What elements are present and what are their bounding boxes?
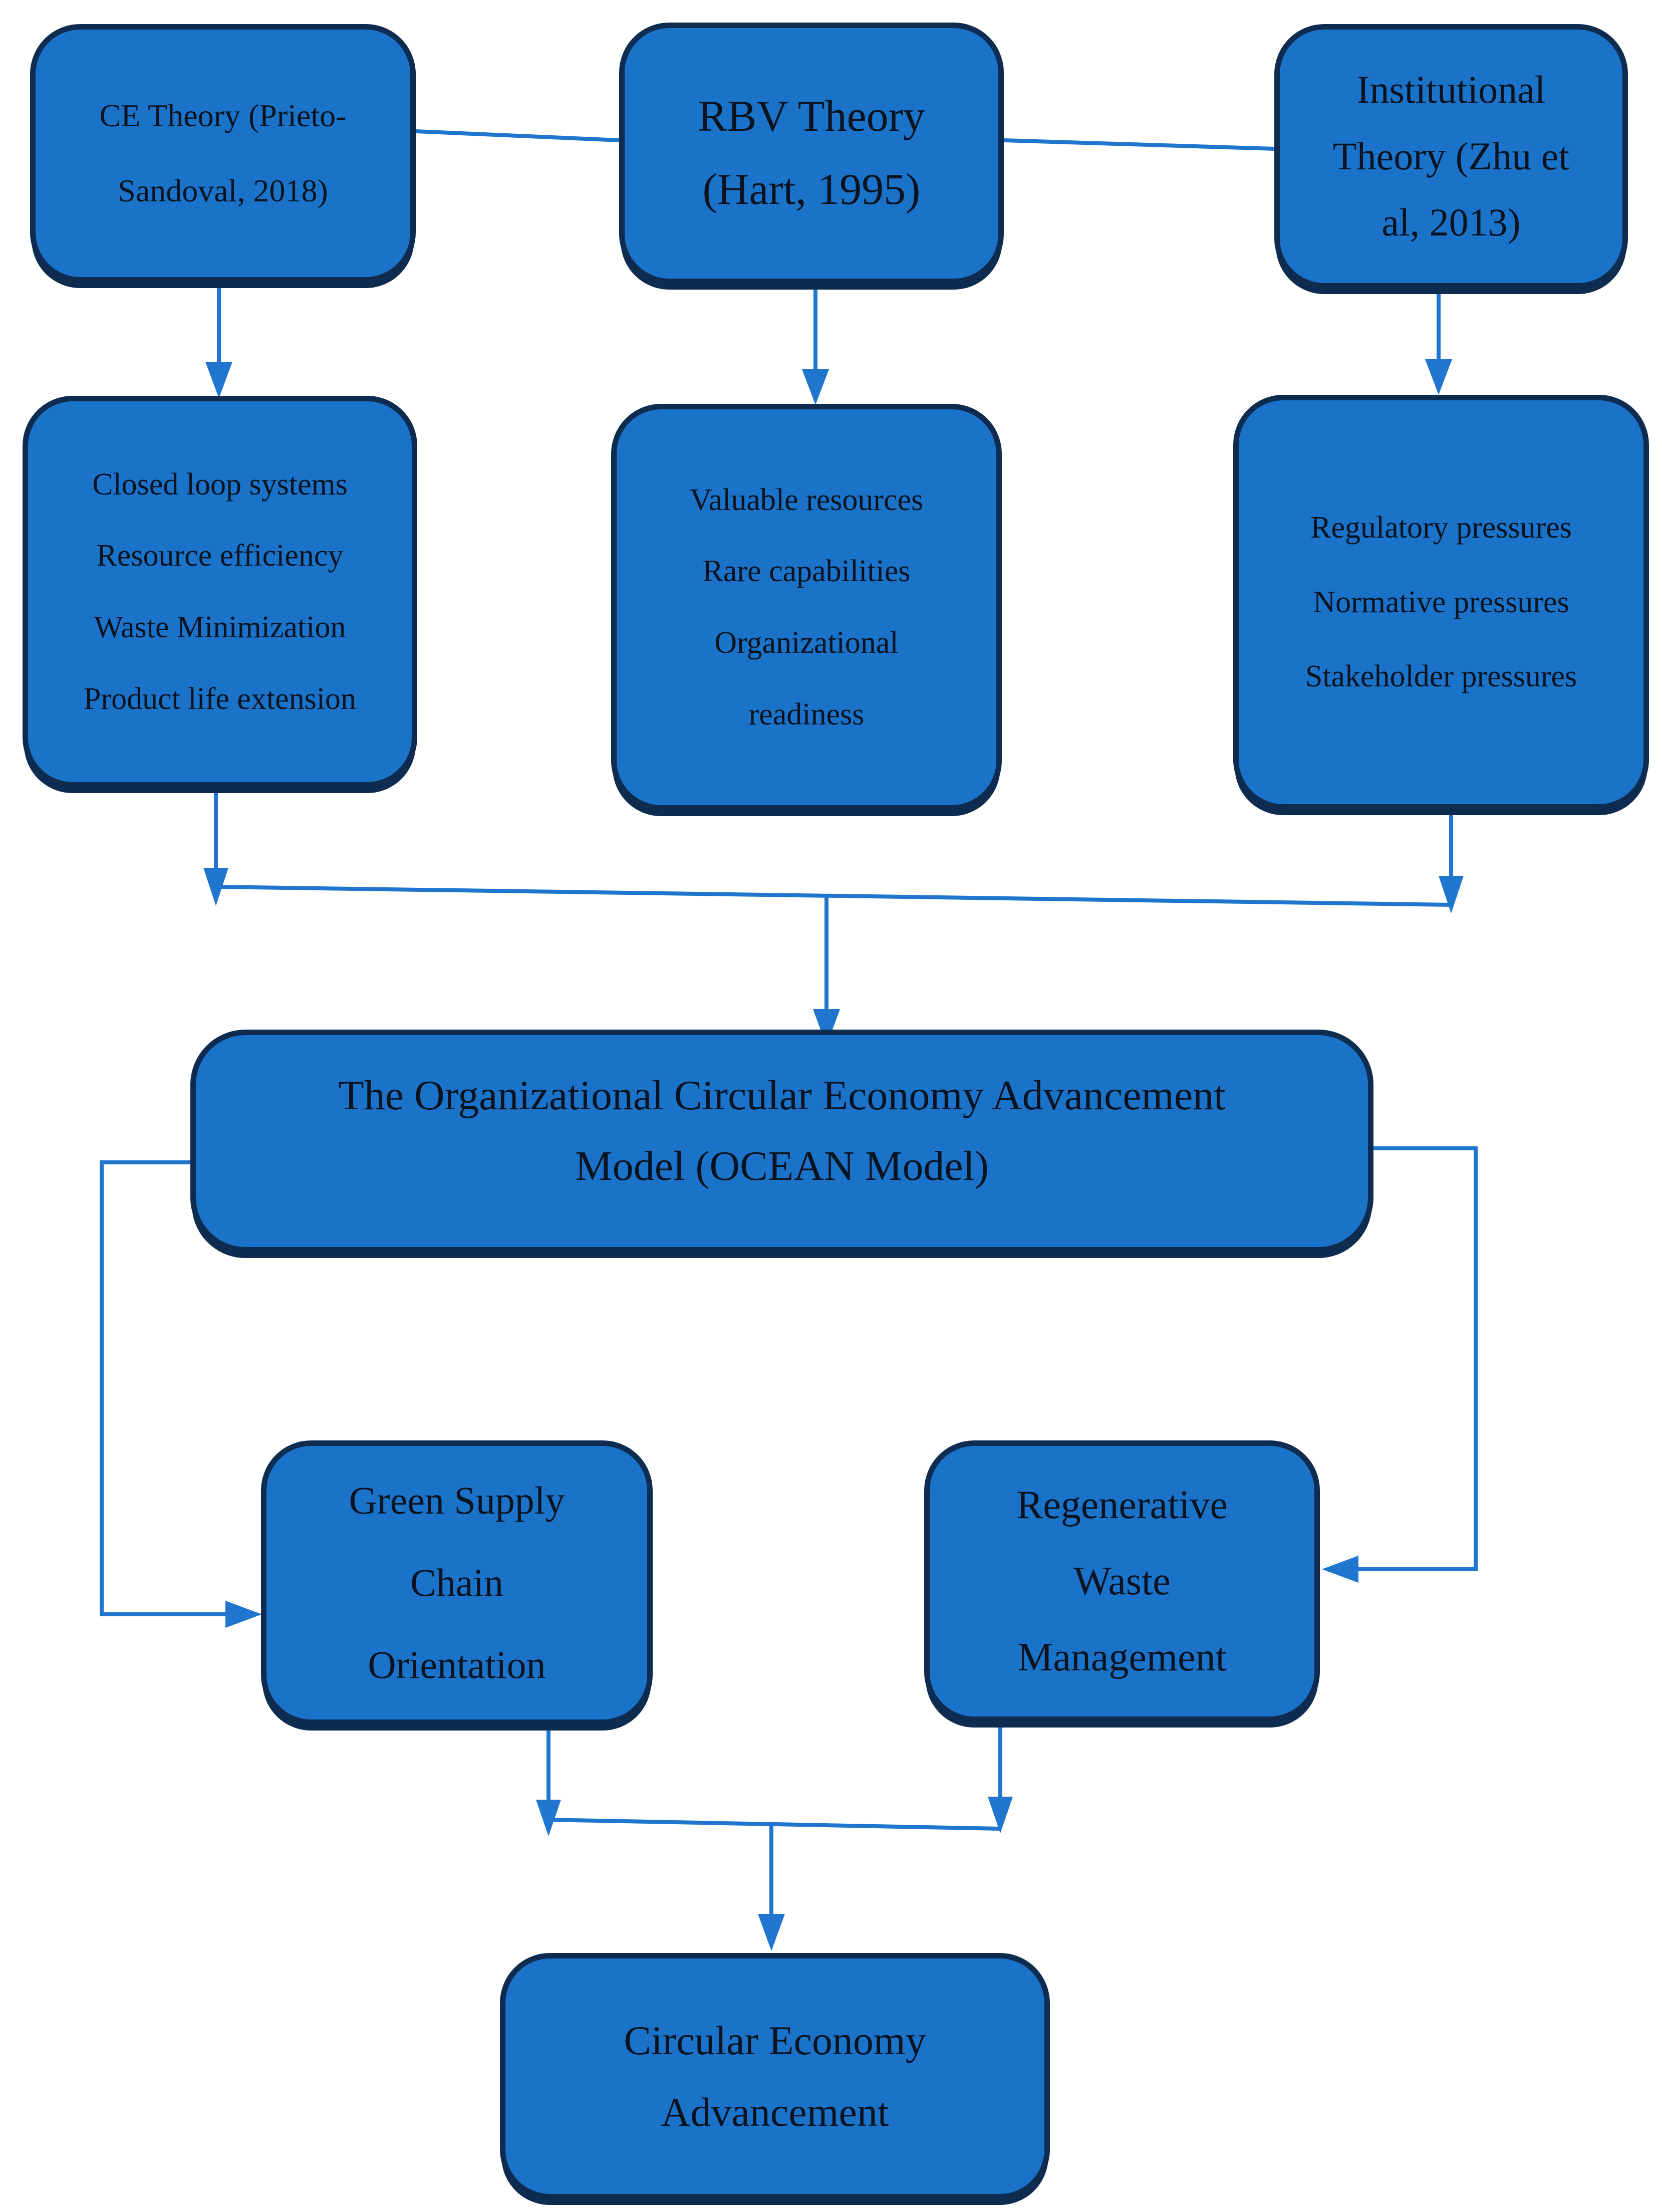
box-ce-theory: CE Theory (Prieto- Sandoval, 2018) xyxy=(30,24,416,283)
box-green-supply-chain-line: Chain xyxy=(410,1561,504,1605)
box-ce-factors: Closed loop systems Resource efficiency … xyxy=(23,396,417,788)
box-rbv-theory-line: (Hart, 1995) xyxy=(702,165,921,214)
box-circular-economy-advancement-line: Advancement xyxy=(661,2089,889,2135)
box-institutional-factors: Regulatory pressures Normative pressures… xyxy=(1233,395,1649,810)
arrow-ce-down xyxy=(205,284,232,398)
box-ce-theory-line: Sandoval, 2018) xyxy=(118,173,328,208)
box-institutional-theory-line: Institutional xyxy=(1356,68,1546,112)
box-institutional-factors-line: Regulatory pressures xyxy=(1310,510,1572,545)
box-regenerative-waste-line: Management xyxy=(1017,1635,1227,1679)
box-rbv-factors: Valuable resources Rare capabilities Org… xyxy=(611,404,1002,811)
box-rbv-theory: RBV Theory (Hart, 1995) xyxy=(619,23,1004,284)
arrow-institutional-factors-converge xyxy=(1439,810,1464,913)
arrow-into-ocean xyxy=(813,896,840,1046)
box-ce-factors-line: Waste Minimization xyxy=(94,610,346,644)
box-ce-factors-line: Closed loop systems xyxy=(92,467,348,502)
box-institutional-theory-line: Theory (Zhu et xyxy=(1332,134,1570,178)
box-rbv-factors-line: Valuable resources xyxy=(689,482,924,517)
arrow-into-cea xyxy=(758,1825,785,1951)
box-regenerative-waste-line: Regenerative xyxy=(1016,1483,1228,1527)
box-regenerative-waste-line: Waste xyxy=(1073,1559,1171,1603)
arrow-rwm-converge xyxy=(988,1724,1013,1833)
box-ce-factors-line: Resource efficiency xyxy=(96,539,344,573)
box-rbv-factors-line: readiness xyxy=(748,697,865,731)
box-green-supply-chain-line: Green Supply xyxy=(349,1479,565,1523)
connector-ce-to-rbv xyxy=(415,129,620,142)
arrow-ocean-to-gsc xyxy=(100,1160,262,1628)
box-institutional-theory: Institutional Theory (Zhu et al, 2013) xyxy=(1274,24,1628,289)
box-ce-factors-line: Product life extension xyxy=(83,681,357,716)
connector-converge-bar-top xyxy=(215,885,1452,907)
box-rbv-factors-line: Organizational xyxy=(714,626,899,660)
connector-converge-bar-bottom xyxy=(548,1818,1001,1831)
box-institutional-factors-line: Stakeholder pressures xyxy=(1305,659,1577,694)
arrow-gsc-converge xyxy=(536,1728,561,1836)
box-ocean-model: The Organizational Circular Economy Adva… xyxy=(190,1030,1373,1253)
box-circular-economy-advancement: Circular Economy Advancement xyxy=(500,1953,1050,2199)
box-rbv-factors-line: Rare capabilities xyxy=(702,554,911,589)
box-institutional-factors-line: Normative pressures xyxy=(1313,585,1569,619)
box-ocean-model-line: The Organizational Circular Economy Adva… xyxy=(338,1072,1226,1119)
box-institutional-theory-line: al, 2013) xyxy=(1381,200,1521,244)
connector-rbv-to-institutional xyxy=(1003,138,1275,151)
box-ocean-model-line: Model (OCEAN Model) xyxy=(575,1142,989,1189)
box-green-supply-chain-line: Orientation xyxy=(368,1642,546,1686)
arrow-rbv-down xyxy=(802,285,829,405)
arrow-institutional-down xyxy=(1425,290,1452,395)
box-rbv-theory-line: RBV Theory xyxy=(698,92,925,141)
box-regenerative-waste: Regenerative Waste Management xyxy=(924,1440,1320,1722)
box-circular-economy-advancement-line: Circular Economy xyxy=(624,2017,926,2063)
arrow-ocean-to-rwm xyxy=(1322,1146,1478,1583)
box-green-supply-chain: Green Supply Chain Orientation xyxy=(261,1440,653,1725)
box-ce-theory-line: CE Theory (Prieto- xyxy=(99,97,347,133)
